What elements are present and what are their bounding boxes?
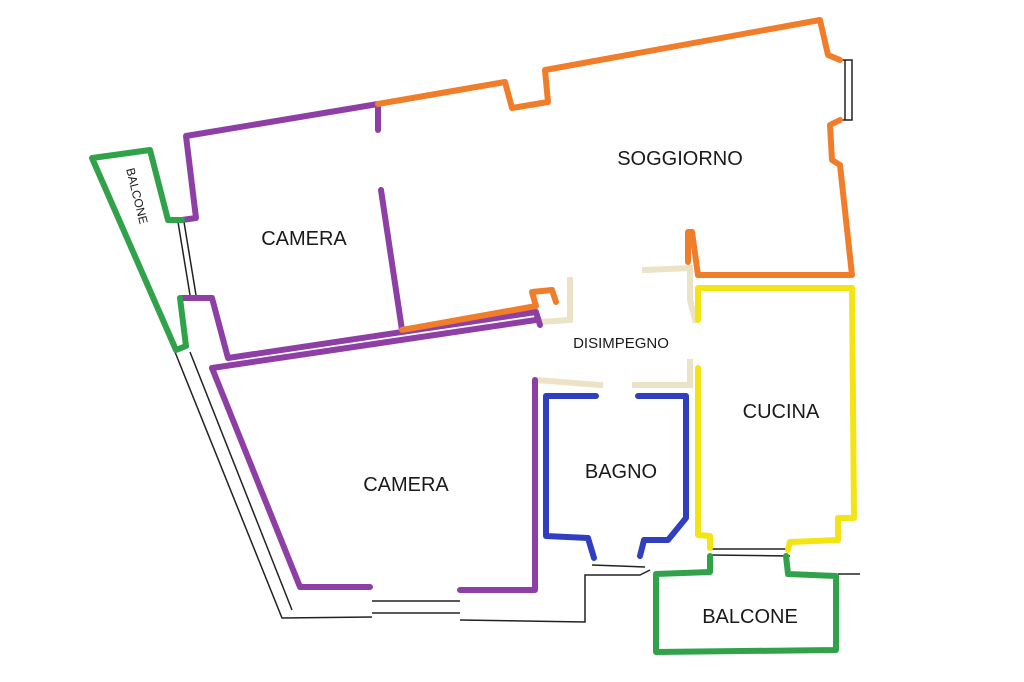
outer-walls [174,59,860,623]
label-camera-bottom: CAMERA [363,474,449,496]
label-disimpegno: DISIMPEGNO [573,335,669,352]
label-camera-top: CAMERA [261,228,347,250]
label-soggiorno: SOGGIORNO [617,148,743,170]
label-cucina: CUCINA [743,401,820,423]
cucina-outline [695,285,857,553]
disimpegno-outline [532,264,699,389]
label-balcone-left: BALCONE [123,167,150,226]
balcone-outline [89,147,839,655]
bagno-outline [543,393,689,561]
soggiorno-outline [375,17,855,333]
label-balcone-bottom: BALCONE [702,606,798,628]
camera-outline [179,101,543,593]
label-bagno: BAGNO [585,461,657,483]
